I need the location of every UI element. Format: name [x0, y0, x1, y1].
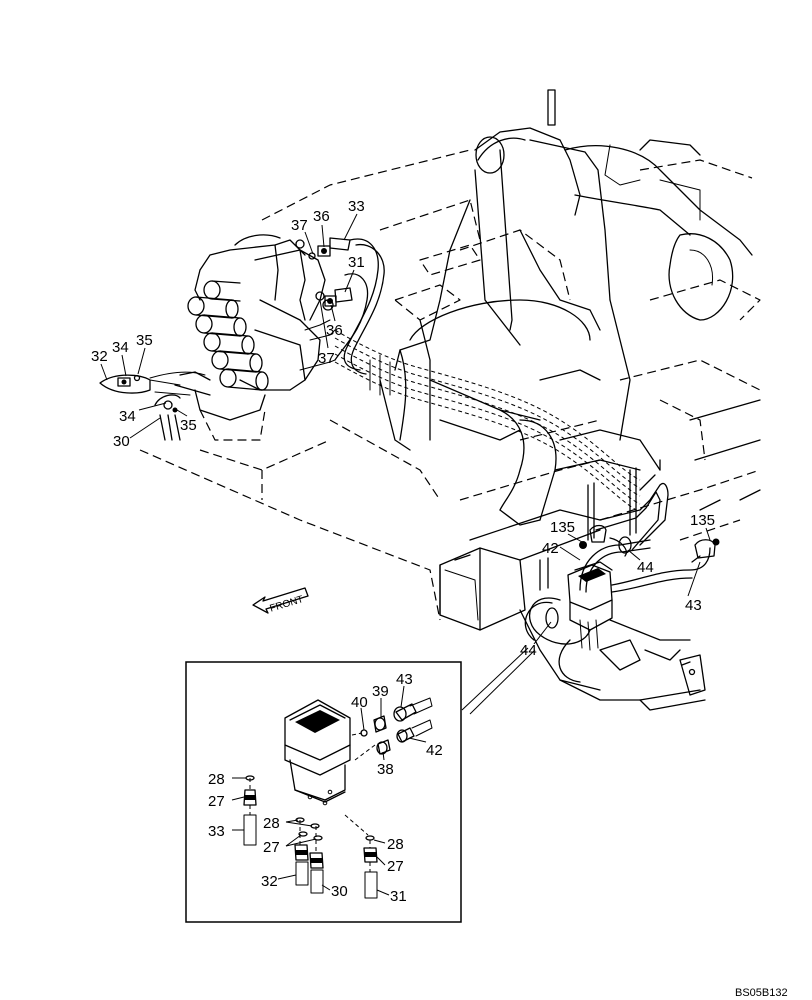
callout-35: 35 — [136, 332, 153, 349]
callout-30: 30 — [113, 433, 130, 450]
callout-27: 27 — [208, 793, 225, 810]
callout-43: 43 — [685, 597, 702, 614]
callout-38: 38 — [377, 761, 394, 778]
machine-frame — [139, 149, 761, 621]
upper-left-hoses — [99, 237, 385, 441]
callout-37: 37 — [318, 350, 335, 367]
callout-31: 31 — [390, 888, 407, 905]
callout-28: 28 — [263, 815, 280, 832]
callout-40: 40 — [351, 694, 368, 711]
callout-34: 34 — [119, 408, 136, 425]
callout-39: 39 — [372, 683, 389, 700]
boom-mount-structure — [379, 89, 761, 526]
callout-28: 28 — [387, 836, 404, 853]
callout-36: 36 — [326, 322, 343, 339]
callout-135: 135 — [550, 519, 575, 536]
callout-34: 34 — [112, 339, 129, 356]
callout-27: 27 — [387, 858, 404, 875]
callout-33: 33 — [348, 198, 365, 215]
inset-pointer-a — [461, 647, 529, 711]
callout-42: 42 — [426, 742, 443, 759]
diagram-reference-code: BS05B132 — [735, 987, 788, 999]
inset-detail — [185, 661, 462, 923]
callout-37: 37 — [291, 217, 308, 234]
callout-42: 42 — [542, 540, 559, 557]
callout-35: 35 — [180, 417, 197, 434]
callout-135: 135 — [690, 512, 715, 529]
control-valve — [149, 234, 336, 441]
callout-28: 28 — [208, 771, 225, 788]
callout-27: 27 — [263, 839, 280, 856]
leader-lines — [100, 213, 711, 896]
callout-labels: 37 36 33 31 36 37 32 34 35 34 35 30 135 … — [91, 198, 715, 905]
pilot-valve-assembly — [439, 459, 720, 711]
callout-33: 33 — [208, 823, 225, 840]
front-arrow: FRONT — [252, 587, 309, 615]
callout-43: 43 — [396, 671, 413, 688]
callout-31: 31 — [348, 254, 365, 271]
callout-44: 44 — [520, 642, 537, 659]
callout-36: 36 — [313, 208, 330, 225]
hose-bundle — [334, 329, 641, 513]
callout-32: 32 — [261, 873, 278, 890]
callout-30: 30 — [331, 883, 348, 900]
callout-44: 44 — [637, 559, 654, 576]
inset-pointer-b — [469, 649, 536, 715]
callout-32: 32 — [91, 348, 108, 365]
